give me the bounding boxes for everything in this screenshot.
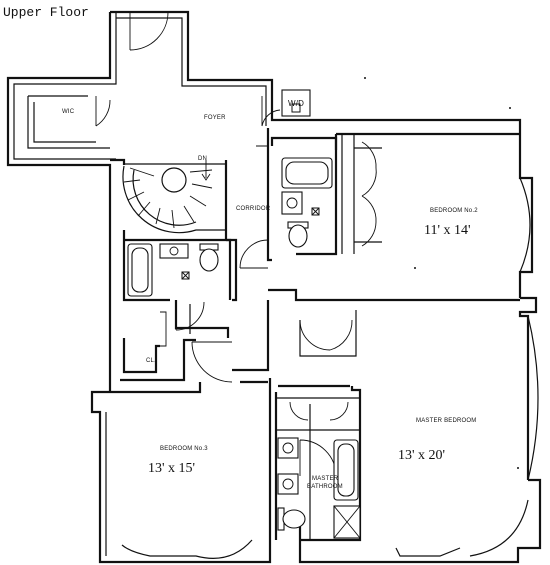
label-master-bath-line1: MASTER <box>312 476 339 482</box>
label-master-bedroom: MASTER BEDROOM <box>416 418 476 424</box>
bedroom-3-size: 13' x 15' <box>148 461 195 476</box>
label-master-bath-line2: BATHROOM <box>307 484 343 490</box>
page-title: Upper Floor <box>3 5 89 20</box>
fixtures <box>127 77 519 539</box>
master-bedroom-size: 13' x 20' <box>398 448 445 463</box>
bedroom-2-size: 11' x 14' <box>424 223 471 238</box>
label-bedroom-2: BEDROOM No.2 <box>430 208 478 214</box>
spiral-staircase <box>122 160 227 234</box>
label-wd: W/D <box>288 99 304 108</box>
label-dn: DN <box>198 156 207 162</box>
interior-walls <box>27 95 520 542</box>
label-wic: WIC <box>62 109 75 115</box>
label-foyer: FOYER <box>204 115 226 121</box>
outer-walls <box>6 10 542 564</box>
label-closet: CL. <box>146 358 156 364</box>
doors <box>95 11 377 477</box>
label-bedroom-3: BEDROOM No.3 <box>160 446 208 452</box>
label-corridor: CORRIDOR <box>236 206 271 212</box>
